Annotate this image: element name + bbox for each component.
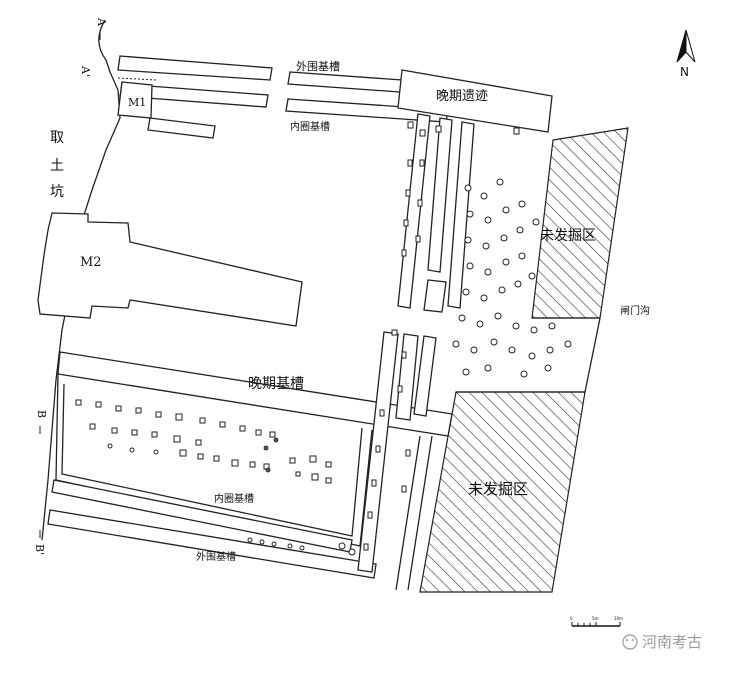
label-quarry-2: 土 (50, 158, 64, 174)
east-trench-upper-d (423, 279, 447, 313)
outer-trench-top-right (287, 71, 403, 93)
east-trench-lower-d (395, 435, 433, 591)
svg-text:B: B (35, 410, 48, 418)
m1-trench-stub (147, 117, 216, 139)
east-trench-lower-c (413, 335, 437, 417)
label-inner-trench-bottom: 内圈基槽 (214, 492, 254, 505)
section-marker-a-prime: A' (79, 65, 92, 77)
label-outer-trench-top: 外围基槽 (296, 60, 340, 73)
post-holes-upper (452, 178, 572, 378)
post-holes-lower (75, 399, 332, 484)
label-outer-trench-bottom: 外围基槽 (196, 550, 236, 563)
svg-text:A': A' (79, 65, 92, 77)
label-inner-trench-top: 内圈基槽 (290, 120, 330, 133)
m1-tomb (117, 81, 153, 119)
scale-bar: 0 5m 10m (570, 616, 623, 627)
north-label: N (680, 65, 689, 79)
label-quarry-3: 坑 (50, 184, 64, 200)
m1-dashed-outline (117, 77, 158, 81)
scale-label-0: 0 (570, 616, 573, 621)
watermark-text: 河南考古 (642, 633, 702, 651)
late-trench (57, 351, 453, 437)
svg-text:A: A (95, 17, 108, 27)
north-arrow-icon: N (676, 29, 696, 79)
section-marker-b: B (35, 410, 48, 434)
wechat-icon (622, 634, 638, 650)
label-late-remains: 晚期遗迹 (436, 89, 488, 104)
east-trench-upper-a (397, 113, 431, 309)
quarry-pit-boundary (41, 19, 121, 541)
late-remains-box (397, 69, 553, 133)
section-marker-b-prime: B' (33, 530, 46, 555)
m2-tomb (37, 212, 303, 327)
scale-label-5: 5m (592, 616, 599, 621)
section-marker-a: A (95, 17, 108, 40)
east-trench-upper-b (427, 117, 453, 273)
unexcavated-area-upper (531, 127, 629, 319)
label-late-trench: 晚期基槽 (248, 375, 304, 392)
svg-text:B': B' (33, 544, 46, 555)
label-m1: M1 (128, 96, 146, 109)
label-unexcavated-2: 未发掘区 (468, 480, 528, 498)
east-trench-upper-c (447, 121, 475, 309)
label-m2: M2 (80, 255, 102, 270)
label-unexcavated-1: 未发掘区 (540, 228, 596, 244)
lower-enclosure-inner (61, 383, 363, 537)
label-quarry-1: 取 (50, 130, 64, 146)
gate-ditch (456, 317, 601, 393)
outer-trench-bottom (47, 509, 377, 579)
watermark: 河南考古 (622, 633, 702, 651)
outer-trench-top (117, 55, 273, 81)
trench-features (363, 121, 520, 551)
label-gate-ditch: 闸门沟 (620, 304, 650, 317)
scale-label-10: 10m (614, 616, 623, 621)
post-holes-outer-bottom (247, 537, 356, 556)
